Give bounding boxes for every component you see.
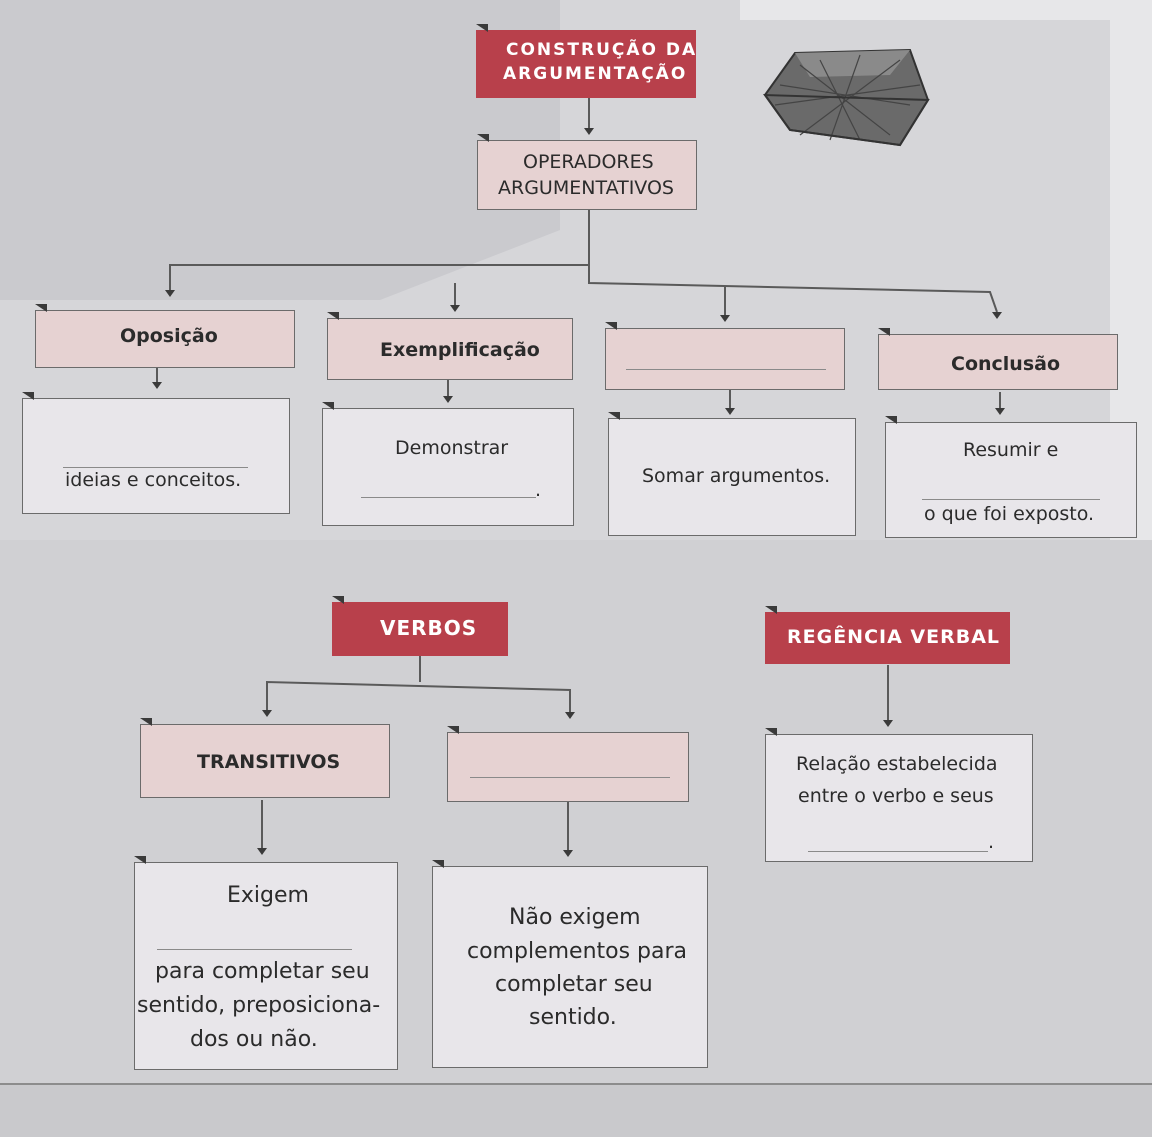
answer-blank [808, 851, 988, 852]
title-box: CONSTRUÇÃO DA ARGUMENTAÇÃO [476, 30, 696, 98]
title-line1: CONSTRUÇÃO DA [506, 40, 698, 60]
desc-line1: Somar argumentos. [642, 465, 831, 487]
title-line2: ARGUMENTAÇÃO [503, 64, 688, 84]
transitive-desc-box: Exigem para completar seu sentido, prepo… [134, 862, 398, 1070]
transitive-box: TRANSITIVOS [140, 724, 390, 798]
operator-oposicao: Oposição [35, 310, 295, 368]
operator-label: Oposição [120, 325, 218, 347]
operator-blank [605, 328, 845, 390]
regency-desc-box: Relação estabelecida entre o verbo e seu… [765, 734, 1033, 862]
regency-title-box: REGÊNCIA VERBAL [765, 612, 1010, 664]
regency-title: REGÊNCIA VERBAL [787, 626, 1001, 648]
corner-marker [140, 718, 152, 726]
operator-conclusao: Conclusão [878, 334, 1118, 390]
corner-marker [432, 860, 444, 868]
desc-conclusao: Resumir e o que foi exposto. [885, 422, 1137, 538]
operators-line2: ARGUMENTATIVOS [498, 177, 674, 199]
corner-marker [765, 728, 777, 736]
transitive-desc-line4: dos ou não. [190, 1027, 318, 1052]
answer-blank [361, 497, 536, 498]
regency-desc-line1: Relação estabelecida [796, 753, 998, 775]
operators-box: OPERADORES ARGUMENTATIVOS [477, 140, 697, 210]
answer-blank [922, 499, 1100, 500]
desc-line1: Resumir e [963, 439, 1059, 461]
answer-blank [626, 369, 826, 370]
corner-marker [35, 304, 47, 312]
verbs-title: VERBOS [380, 616, 478, 640]
intransitive-desc-line2: complementos para [467, 939, 688, 964]
desc-oposicao: ideias e conceitos. [22, 398, 290, 514]
corner-marker [327, 312, 339, 320]
answer-blank [157, 949, 352, 950]
desc-blank: Somar argumentos. [608, 418, 856, 536]
crate-illustration-icon [763, 48, 930, 147]
transitive-desc-line1: Exigem [227, 883, 309, 908]
intransitive-label-box [447, 732, 689, 802]
transitive-desc-line2: para completar seu [155, 959, 370, 984]
corner-marker [608, 412, 620, 420]
desc-line2: ideias e conceitos. [65, 469, 242, 491]
desc-line2: . [535, 479, 542, 501]
regency-desc-line2: entre o verbo e seus [798, 785, 994, 807]
desc-line1: Demonstrar [395, 437, 509, 459]
intransitive-desc-box: Não exigem complementos para completar s… [432, 866, 708, 1068]
verbs-title-box: VERBOS [332, 602, 508, 656]
corner-marker [322, 402, 334, 410]
corner-marker [605, 322, 617, 330]
corner-marker [332, 596, 344, 604]
intransitive-desc-line1: Não exigem [509, 905, 641, 930]
answer-blank [63, 467, 248, 468]
intransitive-desc-line4: sentido. [529, 1005, 617, 1030]
transitive-label: TRANSITIVOS [197, 751, 341, 773]
corner-marker [134, 856, 146, 864]
regency-desc-line3: . [988, 831, 995, 853]
transitive-desc-line3: sentido, preposiciona- [137, 993, 381, 1018]
corner-marker [885, 416, 897, 424]
intransitive-desc-line3: completar seu [495, 972, 653, 997]
operators-line1: OPERADORES [523, 151, 654, 173]
operator-label: Conclusão [951, 353, 1061, 375]
corner-marker [765, 606, 777, 614]
corner-marker [22, 392, 34, 400]
corner-marker [878, 328, 890, 336]
operator-exemplificacao: Exemplificação [327, 318, 573, 380]
corner-marker [447, 726, 459, 734]
operator-label: Exemplificação [380, 339, 540, 361]
corner-marker [477, 134, 489, 142]
corner-marker [476, 24, 488, 32]
answer-blank [470, 777, 670, 778]
desc-exemplificacao: Demonstrar . [322, 408, 574, 526]
page-divider [0, 1083, 1152, 1085]
desc-line2: o que foi exposto. [924, 503, 1095, 525]
